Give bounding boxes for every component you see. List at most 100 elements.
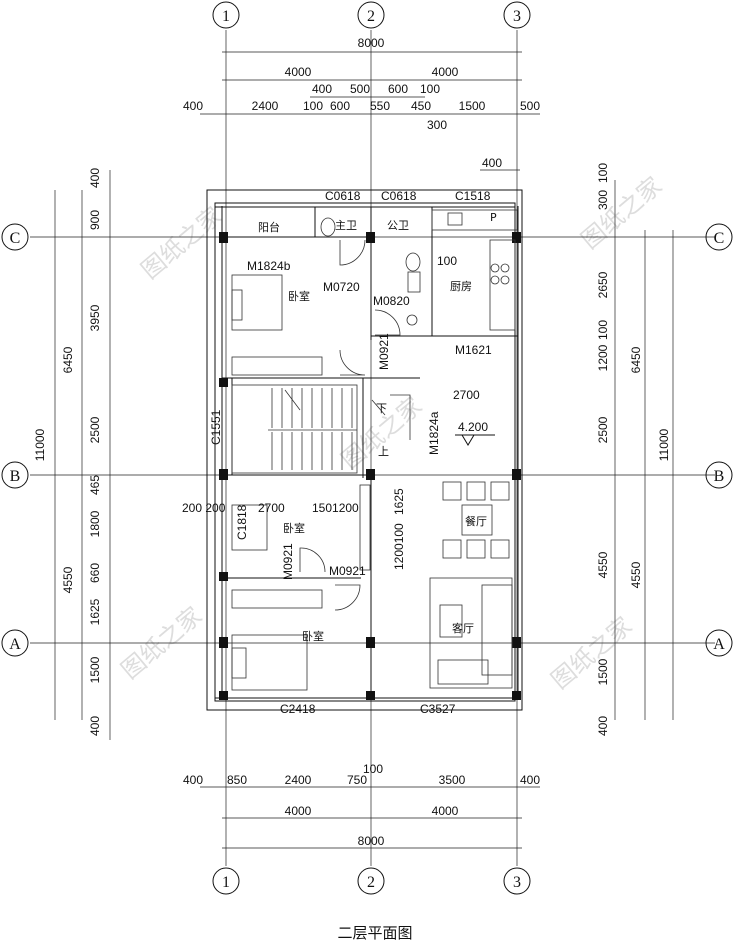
dim-top-r3: 500 [350,82,370,96]
bottom-dimensions: 400 850 2400 750 3500 400 100 4000 4000 … [183,762,540,849]
axis-label-C: C [714,230,725,247]
code-label: C0618 [381,189,417,203]
dim-left-inner: 465 [88,475,102,495]
elevation-label: 4.200 [458,420,488,434]
code-label: C1818 [235,504,249,540]
dining-chair [490,539,510,559]
dim-top-half-right: 4000 [432,65,459,79]
dim-bottom-r1: 3500 [439,773,466,787]
door-swing [339,349,366,376]
dim-top-r4: 600 [330,99,350,113]
axis-label-C: C [10,230,21,247]
axis-label-2: 2 [367,8,375,25]
axis-bubble-B-left [1,461,29,489]
wardrobe [231,356,323,376]
code-label: C1551 [209,409,223,445]
axis-bubble-A-right [705,629,733,657]
dining-chair [442,539,462,559]
axis-label-3: 3 [513,8,521,25]
code-label: 1501200 [312,501,359,515]
dining-table [461,504,493,536]
code-label: 200 200 [182,501,226,515]
dim-top-r3: 100 [420,82,440,96]
code-labels: C0618 C0618 C1518 M1824b M0720 M0820 100… [182,189,497,716]
dim-left-inner: 660 [88,563,102,583]
dim-top-side: 400 [482,156,502,170]
axis-label-2: 2 [367,874,375,891]
code-label: 1625 [392,488,406,515]
room-label-dining: 餐厅 [465,514,487,528]
exterior-wall [214,202,516,702]
code-label: C1518 [455,189,491,203]
kitchen-counter [431,209,518,231]
code-label: 2700 [258,501,285,515]
dim-left-inner: 2500 [88,416,102,443]
code-label: M0921 [329,564,366,578]
room-label-bedroom: 卧室 [288,289,310,303]
dim-left-mid: 6450 [61,346,75,373]
code-label: M0720 [323,280,360,294]
door-swing [299,547,326,573]
dim-top-r4: 2400 [252,99,279,113]
axis-label-3: 3 [513,874,521,891]
top-dimensions: 8000 4000 4000 400 500 600 100 400 2400 … [183,36,540,171]
dim-top-r4: 550 [370,99,390,113]
code-label: M0820 [373,294,410,308]
dim-bottom-r1: 400 [520,773,540,787]
watermark: 图纸之家 [136,201,228,284]
room-label-living: 客厅 [452,621,474,635]
dim-right-outer: 11000 [657,428,671,461]
axis-bubble-3-bottom [503,867,531,895]
code-label: 100 [437,254,457,268]
dim-top-total: 8000 [358,36,385,50]
dim-top-half-left: 4000 [285,65,312,79]
dim-left-inner: 1500 [88,656,102,683]
sofa [481,584,513,676]
dim-right-inner: 2500 [596,416,610,443]
room-label-public-bath: 公卫 [387,219,409,232]
dim-left-mid: 4550 [61,566,75,593]
code-label: M0921 [377,333,391,370]
room-label-bedroom: 卧室 [283,521,305,535]
axis-bubbles: 1 2 3 1 2 3 C B A C B A [1,1,733,895]
coffee-table [439,604,463,638]
dim-top-r4: 1500 [459,99,486,113]
dim-left-inner: 3950 [88,304,102,331]
right-dimensions: 100 300 2650 100 1200 2500 4550 1500 400… [596,163,674,736]
bed [231,274,283,331]
dim-bottom-total: 8000 [358,834,385,848]
code-label: 2700 [453,388,480,402]
door-swing [334,584,361,611]
dim-bottom-r1: 2400 [285,773,312,787]
axis-label-B: B [10,468,21,485]
code-label: C0618 [325,189,361,203]
furniture [231,209,518,691]
dim-top-r4-sub: 300 [427,118,447,132]
code-label: C2418 [280,702,316,716]
drawing-title: 二层平面图 [337,924,412,942]
toilet [320,217,336,237]
dining-chair [490,481,510,501]
elevation-marker: 4.200 [455,420,495,446]
dim-top-r3: 600 [388,82,408,96]
axis-label-A: A [9,636,21,653]
dim-right-inner: 4550 [596,551,610,578]
dim-top-r3: 400 [312,82,332,96]
stair-up-label: 上 [378,445,389,458]
watermark: 图纸之家 [546,611,638,694]
code-label: M1824b [247,259,291,273]
wardrobe [231,589,323,609]
dim-left-outer: 11000 [33,428,47,461]
dim-right-inner: 2650 [596,271,610,298]
axis-grid-lines [30,30,715,866]
dim-right-inner: 400 [596,716,610,736]
basin [406,314,418,326]
axis-bubble-C-right [705,223,733,251]
watermark: 图纸之家 [576,171,668,254]
axis-label-B: B [714,468,725,485]
dim-left-inner: 900 [88,210,102,230]
code-label: 1200100 [392,523,406,570]
dim-bottom-r1: 850 [227,773,247,787]
axis-bubble-3-top [503,1,531,29]
